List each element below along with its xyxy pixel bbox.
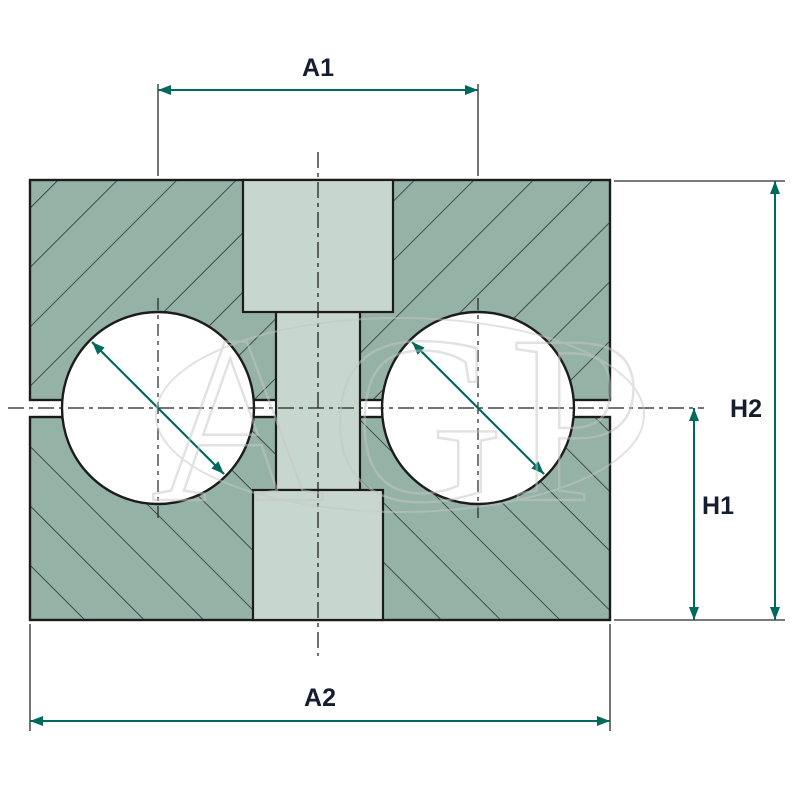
watermark-group: AGP xyxy=(150,285,649,553)
watermark-ellipse xyxy=(155,317,645,513)
right-bore-diameter-arrow xyxy=(411,341,545,475)
a2-dimension-label: A2 xyxy=(304,684,336,712)
h1-dimension-label: H1 xyxy=(702,492,734,520)
a1-dimension-label: A1 xyxy=(302,54,334,82)
watermark-text: AGP xyxy=(151,286,649,552)
left-bore-diameter-arrow xyxy=(91,341,225,475)
h2-dimension-label: H2 xyxy=(730,395,762,423)
